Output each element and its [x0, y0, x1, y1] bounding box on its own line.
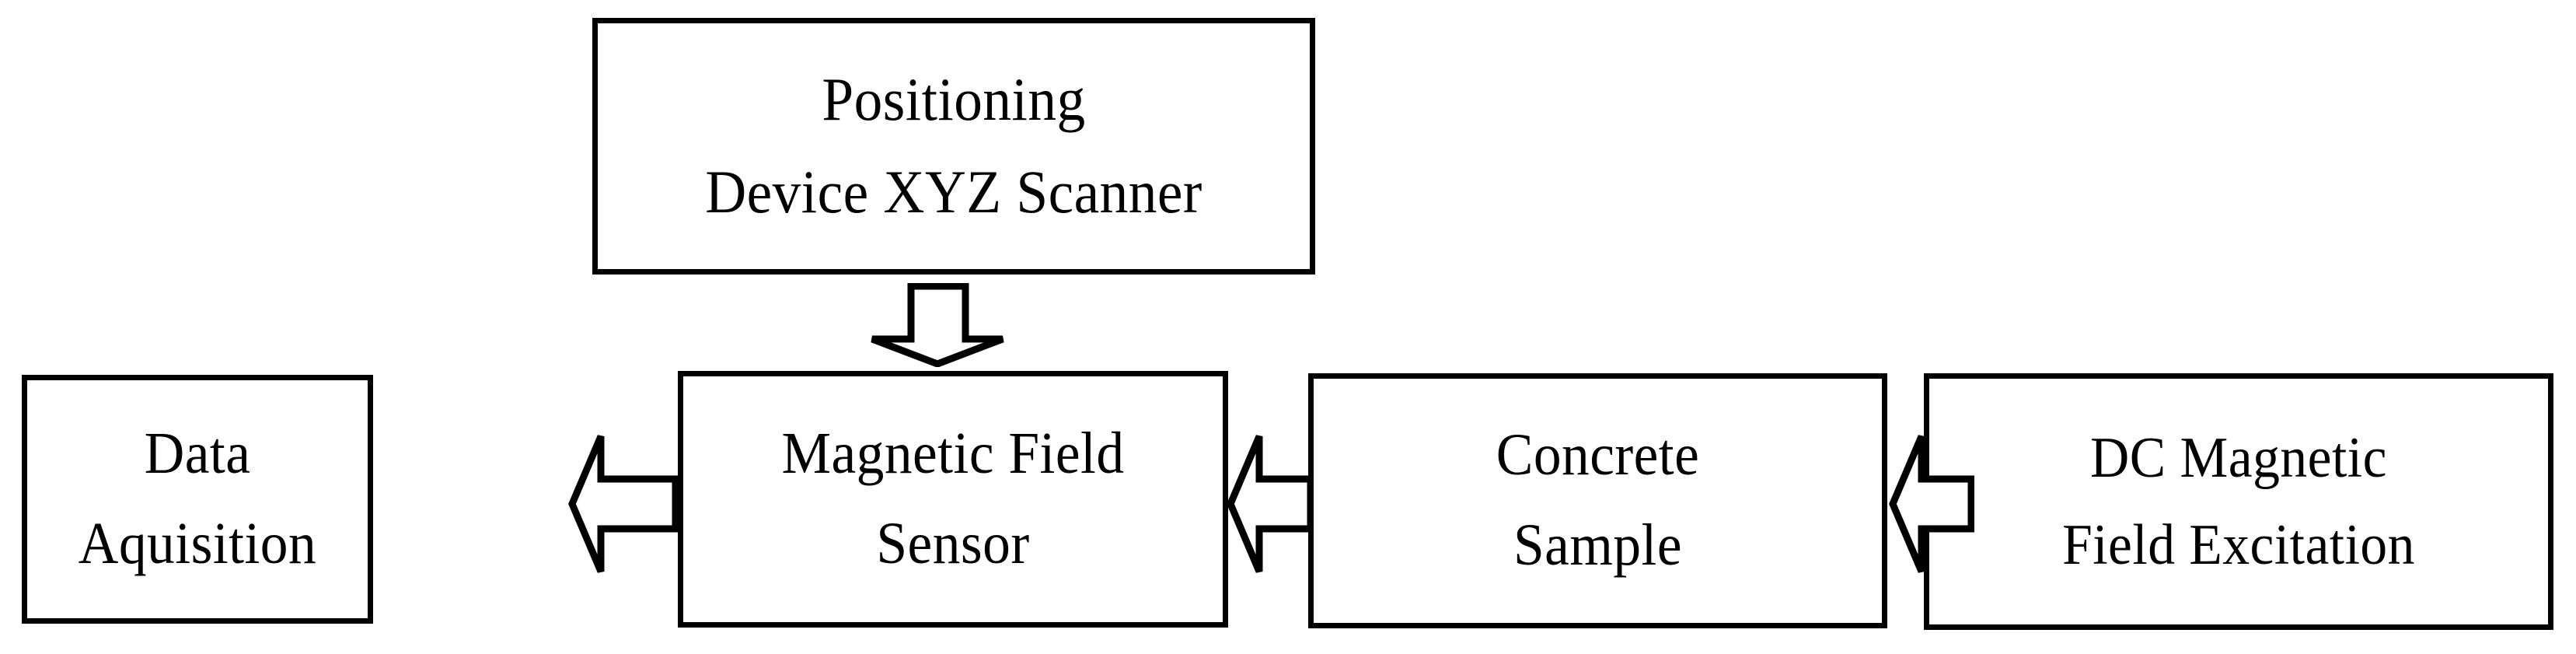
arrow-left-icon-excitation-to-sample	[1889, 432, 1974, 575]
arrow-down-icon-scanner-to-sensor	[869, 283, 1006, 367]
block-data-acquisition-label-line1: Data	[144, 421, 251, 487]
block-concrete-sample-label-line1: Concrete	[1496, 422, 1700, 488]
block-dc-excitation-label-line2: Field Excitation	[2062, 513, 2415, 577]
block-dc-excitation-label-line1: DC Magnetic	[2090, 425, 2387, 490]
block-data-acquisition-label-line2: Aquisition	[78, 511, 317, 576]
arrow-left-icon-sample-to-sensor	[1227, 432, 1314, 575]
arrow-left-icon-sensor-to-data-acquisition	[568, 432, 679, 575]
block-data-acquisition[interactable]: Data Aquisition	[22, 375, 373, 624]
block-magnetic-field-sensor-label-line2: Sensor	[876, 511, 1030, 576]
block-magnetic-field-sensor[interactable]: Magnetic Field Sensor	[678, 371, 1228, 628]
block-positioning-device-xyz-scanner[interactable]: Positioning Device XYZ Scanner	[592, 18, 1315, 275]
block-positioning-label-line2: Device XYZ Scanner	[705, 158, 1202, 226]
block-concrete-sample-label-line2: Sample	[1513, 512, 1683, 578]
block-positioning-label-line1: Positioning	[822, 65, 1086, 134]
block-concrete-sample[interactable]: Concrete Sample	[1308, 373, 1887, 628]
block-magnetic-field-sensor-label-line1: Magnetic Field	[781, 421, 1125, 487]
block-dc-magnetic-field-excitation[interactable]: DC Magnetic Field Excitation	[1924, 373, 2553, 630]
